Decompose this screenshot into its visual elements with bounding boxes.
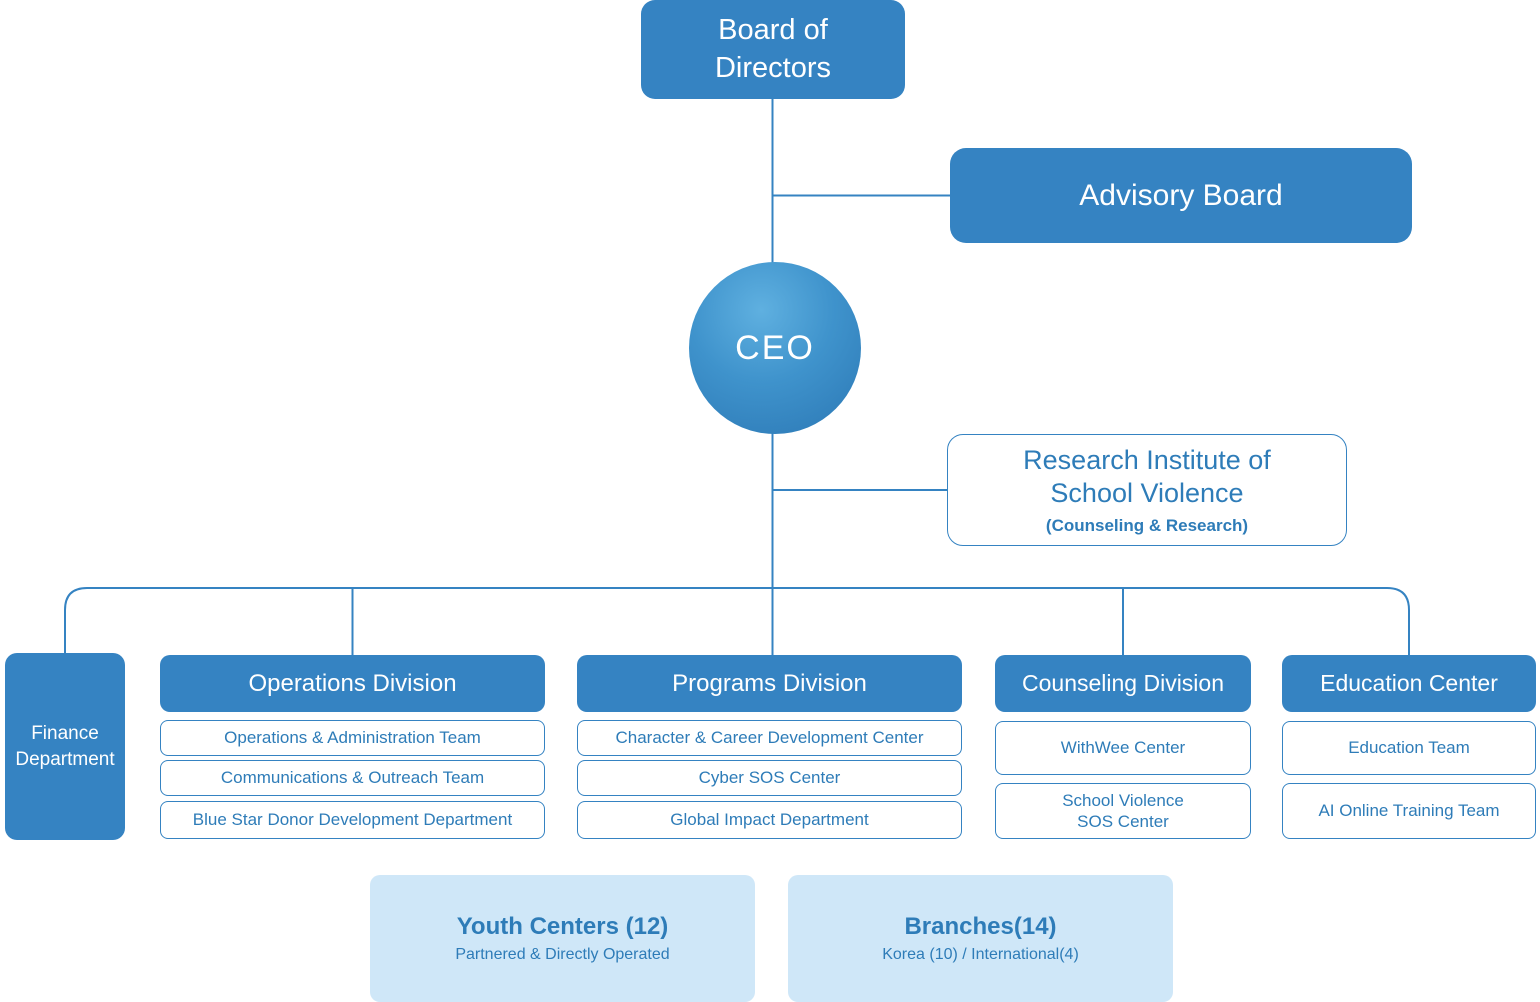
branches-node: Branches(14) Korea (10) / International(…: [788, 875, 1173, 1002]
operations-item-communications-team: Communications & Outreach Team: [160, 760, 545, 796]
finance-line1: Finance: [31, 722, 99, 744]
programs-item-label: Global Impact Department: [670, 810, 869, 830]
board-line2: Directors: [714, 51, 831, 84]
branches-subtitle: Korea (10) / International(4): [882, 946, 1079, 963]
operations-item-label: Operations & Administration Team: [224, 728, 481, 748]
operations-item-label: Blue Star Donor Development Department: [192, 810, 513, 830]
programs-division-header: Programs Division: [577, 655, 962, 712]
programs-item-label: Cyber SOS Center: [698, 768, 841, 788]
youth-centers-node: Youth Centers (12) Partnered & Directly …: [370, 875, 755, 1002]
programs-item-label: Character & Career Development Center: [615, 728, 924, 748]
counseling-item-school-violence-sos: School Violence SOS Center: [995, 783, 1251, 839]
education-item-label: Education Team: [1348, 738, 1470, 758]
ceo-label: CEO: [735, 328, 815, 367]
operations-title: Operations Division: [248, 669, 457, 697]
counseling-item-label: WithWee Center: [1060, 738, 1186, 758]
counseling-item-line1: School Violence: [1062, 790, 1184, 810]
ceo-node: CEO: [689, 262, 861, 434]
youth-centers-subtitle: Partnered & Directly Operated: [455, 946, 670, 963]
operations-item-admin-team: Operations & Administration Team: [160, 720, 545, 756]
research-institute-node: Research Institute of School Violence (C…: [947, 434, 1347, 546]
education-item-label: AI Online Training Team: [1318, 801, 1500, 821]
advisory-label: Advisory Board: [1079, 178, 1283, 212]
advisory-board-node: Advisory Board: [950, 148, 1412, 243]
education-center-header: Education Center: [1282, 655, 1536, 712]
education-item-education-team: Education Team: [1282, 721, 1536, 775]
programs-item-cyber-sos-center: Cyber SOS Center: [577, 760, 962, 796]
research-note: (Counseling & Research): [1045, 516, 1249, 536]
programs-title: Programs Division: [672, 669, 867, 697]
education-item-ai-online-training: AI Online Training Team: [1282, 783, 1536, 839]
board-of-directors-node: Board of Directors: [641, 0, 905, 99]
finance-department-node: Finance Department: [5, 653, 125, 840]
board-line1: Board of: [718, 13, 828, 46]
research-line1: Research Institute of: [1023, 444, 1271, 475]
operations-division-header: Operations Division: [160, 655, 545, 712]
programs-item-global-impact: Global Impact Department: [577, 801, 962, 839]
programs-item-character-career-center: Character & Career Development Center: [577, 720, 962, 756]
counseling-division-header: Counseling Division: [995, 655, 1251, 712]
operations-item-donor-development: Blue Star Donor Development Department: [160, 801, 545, 839]
counseling-item-withwee-center: WithWee Center: [995, 721, 1251, 775]
counseling-title: Counseling Division: [1022, 670, 1224, 696]
branches-title: Branches(14): [904, 913, 1057, 940]
education-title: Education Center: [1320, 670, 1498, 696]
operations-item-label: Communications & Outreach Team: [220, 768, 485, 788]
finance-line2: Department: [15, 748, 115, 770]
research-line2: School Violence: [1050, 478, 1244, 509]
counseling-item-line2: SOS Center: [1077, 812, 1169, 831]
youth-centers-title: Youth Centers (12): [456, 913, 669, 940]
